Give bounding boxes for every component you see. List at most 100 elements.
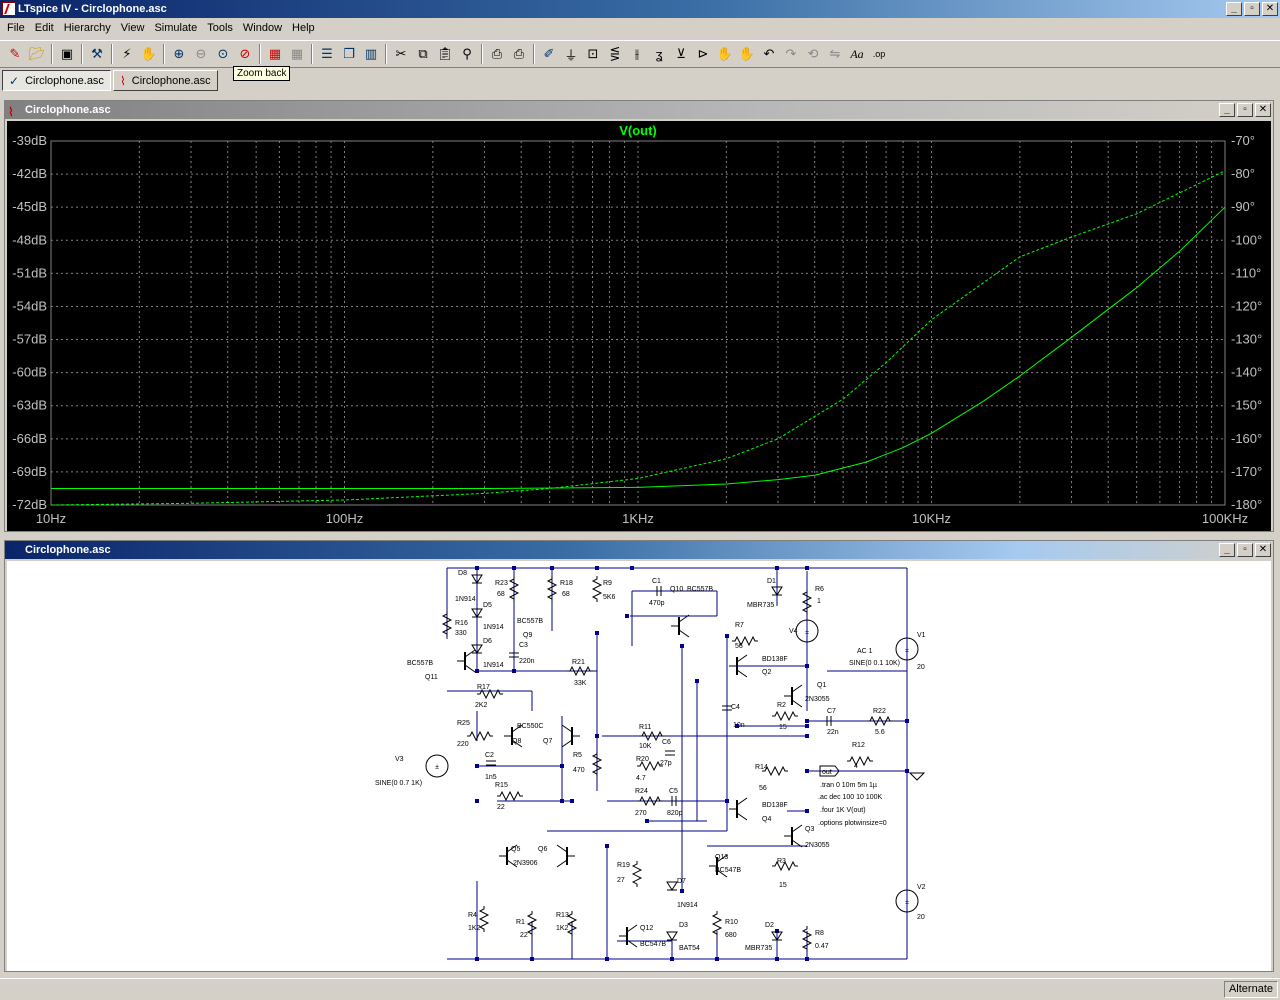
- tile-horizontal-icon[interactable]: ☰: [321, 46, 333, 61]
- open-icon[interactable]: 📂︎: [28, 46, 46, 61]
- component-label: C7: [827, 708, 836, 715]
- minimize-button[interactable]: _: [1226, 2, 1242, 16]
- mirror-icon[interactable]: ⇋: [829, 46, 841, 61]
- resistor-icon[interactable]: ⋚: [609, 46, 621, 61]
- new-schematic-icon[interactable]: ✎: [9, 46, 21, 61]
- transistor-collector: [511, 724, 523, 733]
- junction-dot: [475, 957, 479, 961]
- component-label: D6: [483, 638, 492, 645]
- voltage-source-symbol: [895, 637, 919, 661]
- zoom-out-icon[interactable]: ⊖: [195, 46, 207, 61]
- zoom-fit-icon[interactable]: ⊘: [239, 46, 251, 61]
- component-label: BC557B: [517, 618, 543, 625]
- save-icon[interactable]: ▣: [60, 46, 74, 61]
- transistor-emitter: [556, 859, 568, 868]
- component-label: 56: [759, 785, 767, 792]
- component-label: Q1: [817, 682, 826, 689]
- y-tick-label-left: -66dB: [12, 431, 47, 446]
- inductor-icon[interactable]: ʓ: [655, 46, 663, 62]
- menu-edit[interactable]: Edit: [34, 22, 54, 34]
- plot-area[interactable]: -39dB-42dB-45dB-48dB-51dB-54dB-57dB-60dB…: [7, 121, 1271, 531]
- diode-icon[interactable]: ⊻: [676, 46, 686, 61]
- run-icon[interactable]: ⚡: [122, 46, 132, 61]
- resistor-symbol: [467, 730, 493, 742]
- tile-vertical-icon[interactable]: ▥: [364, 46, 378, 61]
- print-setup-icon[interactable]: ⎙: [491, 46, 503, 61]
- resistor-symbol: [847, 755, 873, 767]
- grid-icon[interactable]: ▦: [290, 46, 304, 61]
- minimize-button[interactable]: _: [1219, 543, 1235, 557]
- minimize-button[interactable]: _: [1219, 103, 1235, 117]
- resistor-symbol: [762, 765, 788, 777]
- menu-help[interactable]: Help: [292, 22, 315, 34]
- x-tick-label: 100KHz: [1202, 511, 1248, 526]
- tab-schematic[interactable]: ✓ Circlophone.asc: [2, 70, 111, 91]
- app-titlebar[interactable]: LTspice IV - Circlophone.asc _ ▫ ✕: [0, 0, 1280, 18]
- restore-button[interactable]: ▫: [1237, 543, 1253, 557]
- maximize-button[interactable]: ▫: [1244, 2, 1260, 16]
- ground-icon[interactable]: ⏚: [564, 47, 578, 63]
- voltage-source-sign: ±: [435, 764, 439, 771]
- copy-icon[interactable]: ⧉: [418, 46, 428, 61]
- ltspice-app-icon[interactable]: [2, 2, 16, 16]
- component-label: 220n: [519, 658, 535, 665]
- move-icon[interactable]: ✋: [716, 46, 734, 61]
- halt-icon[interactable]: ✋: [140, 46, 158, 61]
- wire-icon[interactable]: ✐: [543, 46, 555, 61]
- text-icon[interactable]: Aa: [850, 46, 864, 61]
- menu-window[interactable]: Window: [242, 22, 283, 34]
- junction-dot: [695, 679, 699, 683]
- restore-button[interactable]: ▫: [1237, 103, 1253, 117]
- close-button[interactable]: ✕: [1255, 103, 1271, 117]
- phase-trace: [50, 170, 1226, 506]
- cut-icon[interactable]: ✂: [395, 46, 407, 61]
- capacitor-icon[interactable]: ⫲: [634, 46, 640, 61]
- menu-file[interactable]: File: [7, 22, 25, 34]
- zoom-in-icon[interactable]: ⊕: [173, 46, 185, 61]
- component-label: R7: [735, 622, 744, 629]
- rotate-icon[interactable]: ⟲: [807, 46, 819, 61]
- label-icon[interactable]: ⊡: [587, 46, 599, 61]
- component-label: .tran 0 10m 5m 1µ: [820, 782, 877, 789]
- component-label: 15: [779, 882, 787, 889]
- component-label: Q9: [523, 632, 532, 639]
- autorange-icon[interactable]: ▦: [268, 46, 282, 61]
- menu-hierarchy[interactable]: Hierarchy: [63, 22, 111, 34]
- main-toolbar: ✎ 📂︎ ▣ ⚒ ⚡ ✋ ⊕ ⊖ ⊙ ⊘ ▦ ▦ ☰ ❐ ▥ ✂ ⧉ 📋︎ ⚲ …: [0, 40, 1280, 68]
- close-button[interactable]: ✕: [1262, 2, 1278, 16]
- menu-view[interactable]: View: [120, 22, 145, 34]
- cascade-icon[interactable]: ❐: [343, 46, 355, 61]
- print-icon[interactable]: ⎙: [513, 46, 525, 61]
- zoom-back-icon[interactable]: ⊙: [217, 46, 229, 61]
- spice-directive-icon[interactable]: .op: [872, 49, 886, 59]
- tab-waveform[interactable]: ⌇ Circlophone.asc: [112, 70, 218, 91]
- component-label: 330: [455, 630, 467, 637]
- undo-icon[interactable]: ↶: [763, 46, 775, 61]
- menu-tools[interactable]: Tools: [207, 22, 233, 34]
- toolbar-separator: [311, 44, 313, 64]
- find-icon[interactable]: ⚲: [462, 46, 472, 61]
- control-panel-icon[interactable]: ⚒: [91, 46, 103, 61]
- component-label: C5: [669, 788, 678, 795]
- junction-dot: [512, 669, 516, 673]
- component-label: 680: [725, 932, 737, 939]
- circuit-schematic[interactable]: D81N914D51N914D61N914R16330BC557BQ11R236…: [7, 561, 1271, 971]
- schematic-window-titlebar[interactable]: Circlophone.asc _ ▫ ✕: [5, 541, 1273, 559]
- junction-dot: [475, 764, 479, 768]
- window-controls: _ ▫ ✕: [1219, 543, 1271, 557]
- y-tick-label-right: -160°: [1231, 431, 1262, 446]
- menu-simulate[interactable]: Simulate: [154, 22, 198, 34]
- drag-icon[interactable]: ✋: [738, 46, 756, 61]
- close-button[interactable]: ✕: [1255, 543, 1271, 557]
- resistor-symbol: [546, 576, 558, 602]
- bode-plot[interactable]: -39dB-42dB-45dB-48dB-51dB-54dB-57dB-60dB…: [7, 121, 1271, 531]
- component-icon[interactable]: ⊳: [697, 46, 709, 61]
- redo-icon[interactable]: ↷: [785, 46, 797, 61]
- paste-icon[interactable]: 📋︎: [436, 46, 454, 61]
- component-label: 270: [635, 810, 647, 817]
- component-label: 0.47: [815, 943, 829, 950]
- waveform-window-titlebar[interactable]: ⌇ Circlophone.asc _ ▫ ✕: [5, 101, 1273, 119]
- component-label: Q6: [538, 846, 547, 853]
- component-label: SINE(0 0.1 10K): [849, 660, 900, 667]
